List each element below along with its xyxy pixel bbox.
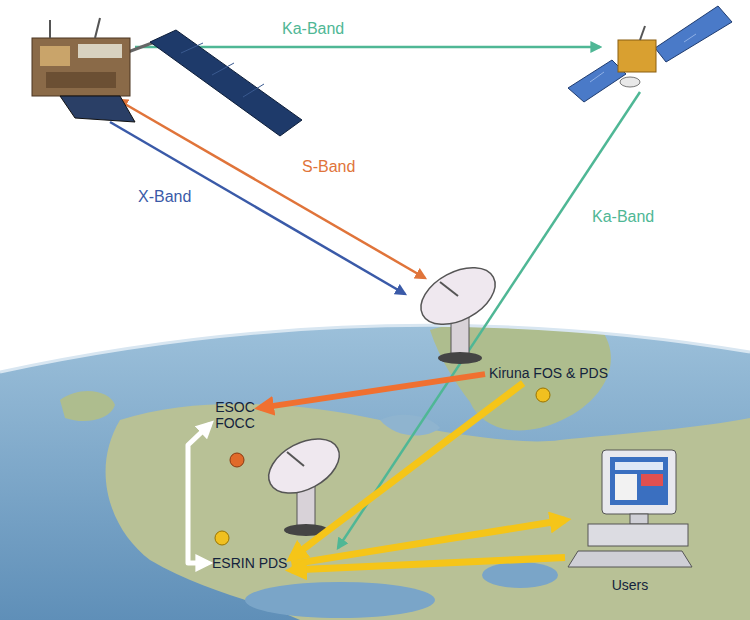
- metop-satellite: [32, 18, 302, 136]
- satellite-dish: [620, 77, 640, 87]
- site-label: ESOC FOCC: [214, 399, 256, 431]
- solar-panel: [150, 30, 302, 136]
- computer-icon: [568, 450, 692, 567]
- ground-dish: [260, 428, 349, 536]
- band-label: X-Band: [136, 188, 193, 206]
- site-dot: [536, 388, 550, 402]
- land-masses: [60, 320, 750, 620]
- sea-mediterranean: [245, 582, 435, 618]
- kiruna-dish: [411, 256, 504, 364]
- monitor: [602, 450, 676, 514]
- screen-window: [615, 474, 637, 500]
- monitor-neck: [630, 514, 648, 524]
- solar-panel: [655, 6, 732, 62]
- site-dot: [230, 453, 244, 467]
- screen-bar: [615, 462, 663, 470]
- dish-reflector: [260, 428, 349, 504]
- dish-feed: [287, 452, 304, 466]
- site-node: ESOC FOCC: [210, 397, 260, 433]
- satellite-part: [46, 72, 116, 88]
- land-europe: [106, 404, 750, 620]
- sea-baltic: [380, 415, 440, 436]
- horizon-glow: [0, 325, 750, 372]
- site-label: ESRIN PDS: [212, 555, 287, 571]
- band-label: Ka-Band: [590, 208, 656, 226]
- satellite-part: [78, 44, 122, 58]
- satellite-body: [618, 40, 656, 72]
- land-isles: [60, 391, 115, 421]
- data-flow-arrow: [292, 558, 566, 571]
- satellite-antenna: [49, 20, 51, 38]
- earth-ocean: [0, 325, 750, 620]
- band-label: S-Band: [300, 158, 357, 176]
- panel-grid: [212, 63, 234, 75]
- site-label: Users: [612, 577, 649, 593]
- relay-satellite: [568, 6, 732, 102]
- screen: [610, 457, 668, 505]
- ka-band-link: [135, 46, 600, 49]
- panel-grid: [181, 43, 203, 53]
- satellite-antenna: [95, 18, 100, 38]
- panel-grid: [684, 34, 696, 42]
- ka-band-downlink: [338, 92, 640, 548]
- site-label: Kiruna FOS & PDS: [489, 365, 608, 381]
- site-node: Kiruna FOS & PDS: [485, 363, 612, 383]
- dish-base: [438, 352, 482, 364]
- satellite-antenna: [640, 26, 645, 40]
- data-flow-arrow: [260, 374, 485, 408]
- dish-feed: [440, 282, 458, 296]
- band-label: Ka-Band: [280, 20, 346, 38]
- satellite-body: [32, 38, 130, 96]
- sea-black: [482, 562, 558, 588]
- panel-grid: [590, 72, 604, 82]
- screen-window: [641, 474, 663, 486]
- solar-panel: [568, 60, 626, 102]
- dish-reflector: [411, 256, 504, 336]
- x-band-link: [110, 122, 405, 294]
- panel-grid: [243, 84, 264, 97]
- site-dot: [215, 531, 229, 545]
- keyboard: [568, 551, 692, 567]
- site-node: ESRIN PDS: [208, 553, 291, 573]
- computer-base: [588, 524, 688, 546]
- satellite-part: [40, 46, 70, 66]
- satellite-panel: [60, 96, 135, 122]
- site-node: Users: [565, 445, 695, 595]
- data-flow-arrow: [188, 424, 210, 563]
